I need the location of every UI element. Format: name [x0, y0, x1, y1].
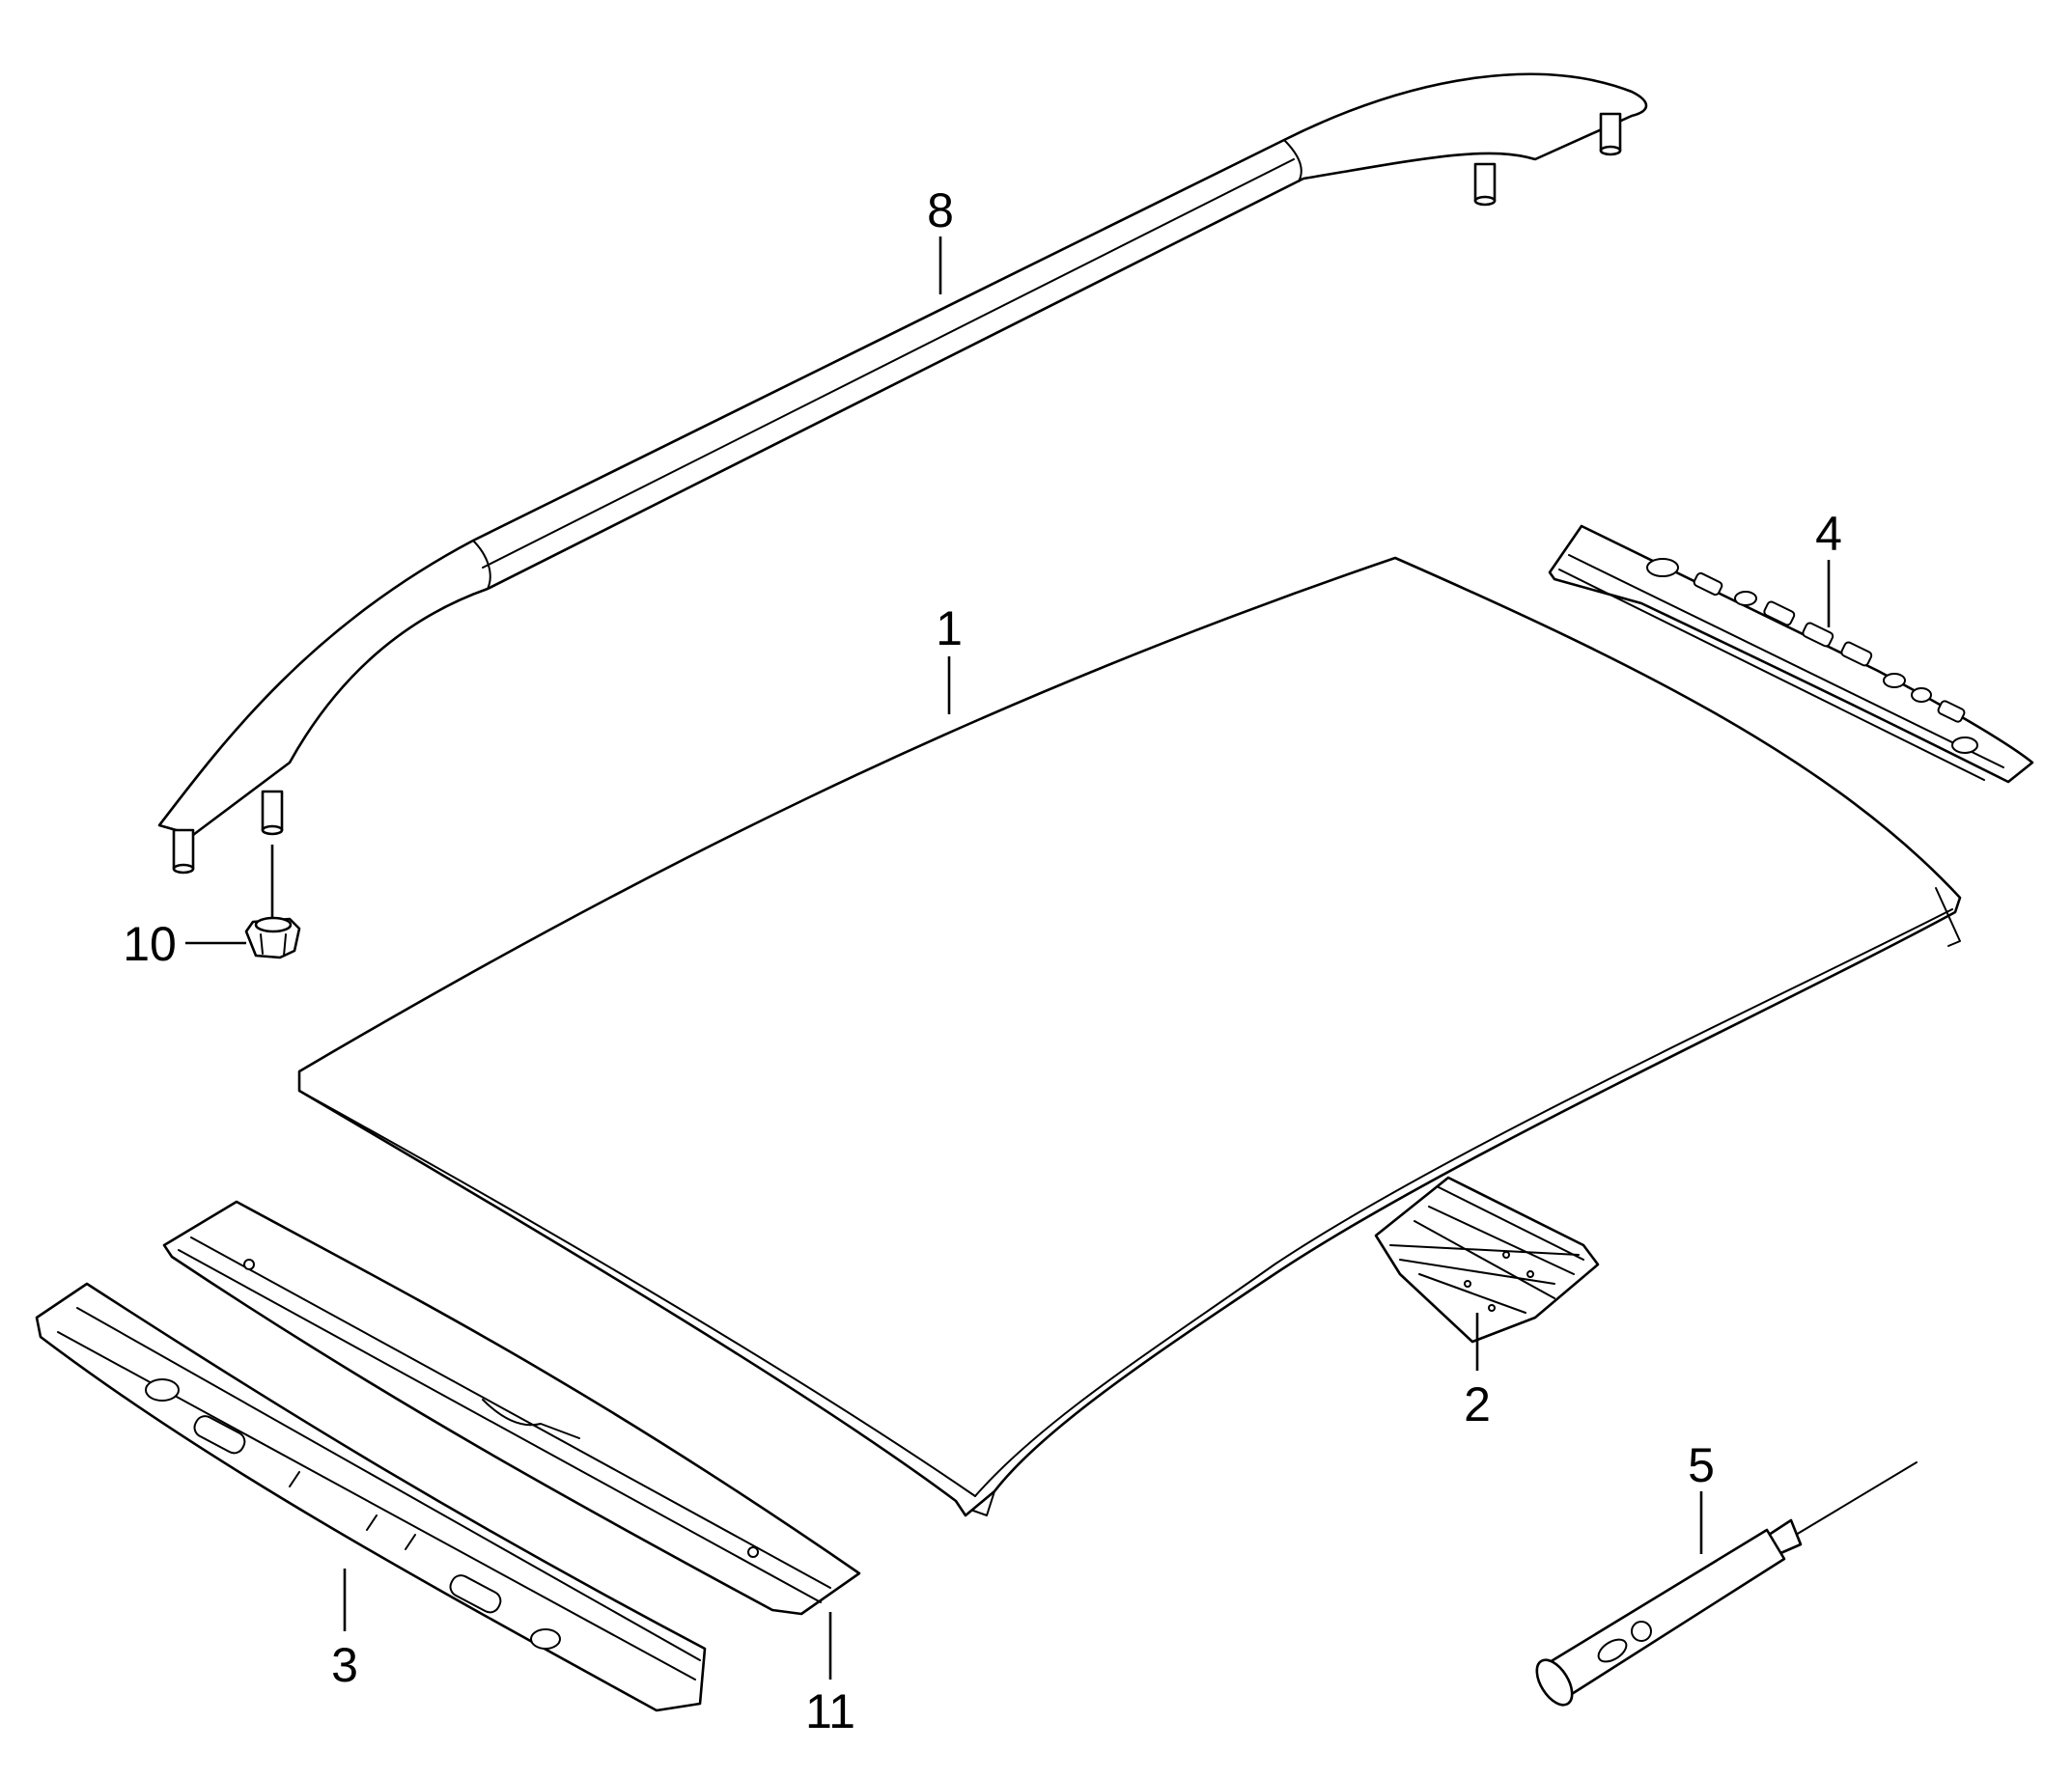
- callout-11: 11: [805, 1684, 855, 1738]
- front-cross-member: [35, 1282, 707, 1712]
- sealant-cartridge: [1535, 1461, 1918, 1707]
- rail-stud-rear-left: [1473, 162, 1497, 207]
- callout-2: 2: [1464, 1377, 1491, 1431]
- roof-panel: [297, 556, 1962, 1517]
- callout-5: 5: [1688, 1438, 1715, 1492]
- front-inner-strip: [162, 1200, 861, 1616]
- callout-10: 10: [123, 917, 177, 971]
- rail-stud-front-left: [172, 828, 195, 875]
- rail-stud-rear-right: [1599, 112, 1622, 156]
- rear-reinforcement: [1374, 1176, 1600, 1344]
- rear-cross-member-holes: [1646, 558, 1978, 754]
- callout-8: 8: [927, 183, 954, 237]
- roof-rail: [157, 72, 1648, 875]
- callout-1: 1: [936, 601, 963, 655]
- callout-4: 4: [1815, 507, 1842, 561]
- rail-stud-front-right: [261, 790, 284, 836]
- callout-3: 3: [331, 1638, 358, 1692]
- rear-cross-member: [1548, 524, 2034, 784]
- nut: [244, 916, 301, 959]
